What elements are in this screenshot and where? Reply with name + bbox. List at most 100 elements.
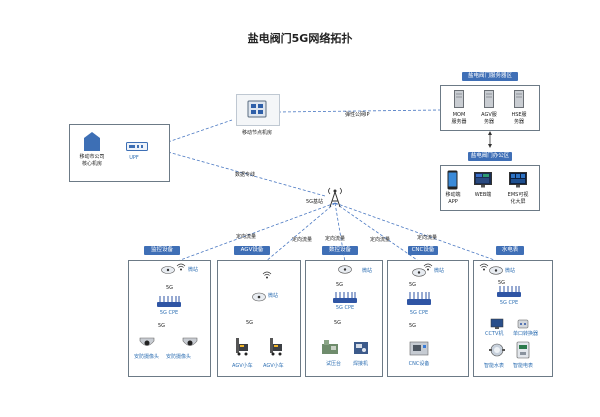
device-water-meter: 智能水表 [484,363,505,369]
camera-icon [182,337,198,346]
hse-server-icon [514,90,524,108]
server-3-l2: 务器 [513,119,525,125]
five-g-label: 5G [409,323,417,329]
server-3-l1: HSE服 [511,112,527,118]
office-3-l1: EMS可视 [507,192,529,198]
cpe-label: 5G CPE [159,310,179,316]
micro-station-icon [161,266,175,274]
upf-label: UPF [129,155,139,161]
micro-label: 微站 [188,267,199,273]
group-header-numeric: 数控设备 [322,246,358,255]
group-box-cnc [387,260,469,377]
edge-server-icon [247,100,267,118]
serial-converter-icon [517,319,529,329]
agv-cart-icon [270,338,282,356]
core-label-1: 移动市公司 [79,154,105,160]
group-box-monitor [128,260,211,377]
mobile-phone-icon [447,170,458,190]
cpe-label: 5G CPE [499,300,519,306]
five-g-label: 5G [166,285,174,291]
cpe-icon [157,296,181,307]
wifi-icon [262,271,272,279]
micro-station-icon [412,268,426,277]
group-header-monitor: 监控设备 [144,246,180,255]
office-3-l2: 化大屏 [510,199,526,205]
group-header-cnc: CNC设备 [408,246,438,255]
micro-station-icon [252,292,266,302]
cpe-label: 5G CPE [335,305,355,311]
extra-converter: 单口转换器 [513,331,539,337]
flow-label-2: 定向流量 [292,237,313,243]
edge-label: 移动节点机房 [241,130,273,136]
cnc-machine-icon [409,341,429,356]
five-g-label: 5G [336,282,344,288]
server-2-l2: 务器 [483,119,495,125]
device-electric-meter: 智能电表 [513,363,534,369]
base-station-label: 5G基站 [306,199,324,205]
micro-station-icon [489,266,503,275]
welding-machine-icon [354,342,368,354]
flow-label-3: 定向流量 [325,236,346,242]
server-area-header: 盐电阀门服务器区 [462,72,518,81]
device-camera-2: 安防摄像头 [166,354,192,360]
camera-icon [139,337,155,346]
group-box-meter [473,260,553,377]
device-agv-2: AGV小车 [263,363,284,369]
five-g-label: 5G [498,280,506,286]
base-station-icon [328,187,342,208]
server-2-l1: AGV服 [481,112,497,118]
extra-cctv: CCTV机 [485,331,504,337]
electric-meter-icon [516,341,530,359]
cpe-icon [407,292,431,305]
water-meter-icon [489,343,505,357]
core-label-2: 核心机房 [81,161,103,167]
page-title: 盐电阀门5G网络拓扑 [247,32,353,45]
core-room-box [69,124,170,182]
server-1-l2: 服务器 [451,119,467,125]
five-g-label: 5G [409,282,417,288]
micro-station-icon [338,265,352,274]
five-g-label: 5G [334,320,342,326]
agv-cart-icon [236,338,248,356]
agv-server-icon [484,90,494,108]
micro-label: 微站 [268,293,279,299]
pressure-test-bench-icon [322,340,338,354]
mom-server-icon [454,90,464,108]
micro-label: 微站 [505,268,516,274]
micro-label: 微站 [434,268,445,274]
cpe-label: 5G CPE [409,310,429,316]
upf-device-icon [126,142,148,151]
office-1-l1: 移动端 [445,192,461,198]
flow-label-4: 定向流量 [370,237,391,243]
office-area-header: 盐电阀门办公区 [468,152,512,161]
cctv-monitor-icon [490,318,504,329]
office-2-l1: WEB端 [474,192,492,198]
wifi-icon [423,263,433,271]
device-camera-1: 安防摄像头 [134,354,160,360]
micro-label: 微站 [362,268,373,274]
office-1-l2: APP [448,199,458,205]
device-press: 试压台 [326,361,342,367]
flow-label-1: 定向流量 [236,234,257,240]
wifi-icon [176,263,186,271]
web-monitor-icon [474,172,492,188]
device-weld: 焊接机 [353,361,369,367]
wifi-icon [479,263,489,271]
data-line-label: 数据专线 [235,172,256,178]
flow-label-5: 定向流量 [417,235,438,241]
cpe-icon [497,286,521,297]
server-building-icon [84,132,100,151]
device-cnc: CNC设备 [408,361,430,367]
group-header-agv: AGV设备 [234,246,270,255]
five-g-label: 5G [158,323,166,329]
ems-screen-icon [509,172,527,188]
device-agv-1: AGV小车 [232,363,253,369]
server-1-l1: MOM [452,112,466,118]
five-g-label: 5G [246,320,254,326]
private-ip-label: 弹性公网IP [345,112,370,118]
group-header-meter: 水电表 [496,246,524,255]
cpe-icon [333,292,357,303]
group-box-numeric [305,260,383,377]
group-box-agv [217,260,301,377]
